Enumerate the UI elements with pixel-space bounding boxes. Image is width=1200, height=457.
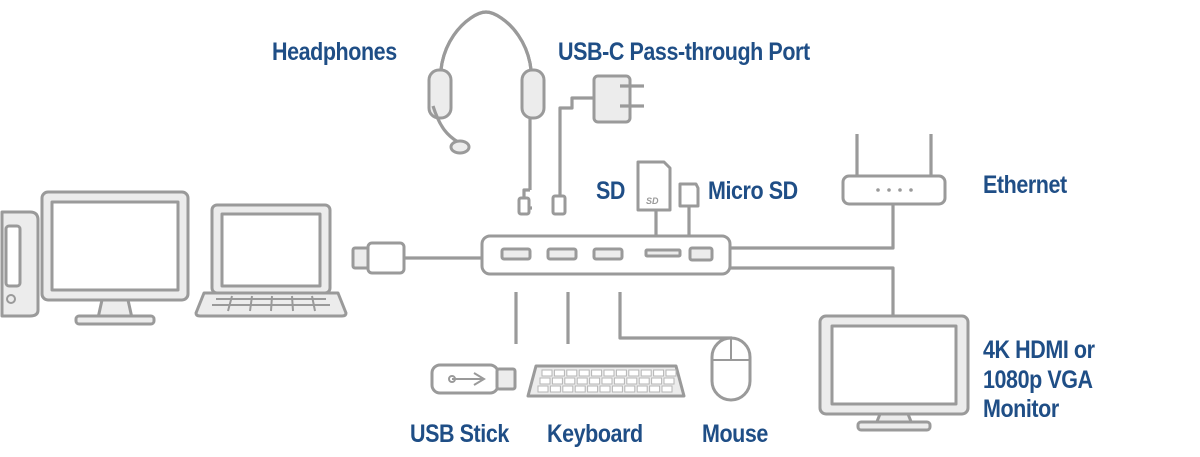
usb-stick-icon xyxy=(430,363,517,395)
headphones-icon xyxy=(427,10,546,216)
keyboard-key xyxy=(603,369,615,377)
laptop-icon xyxy=(194,203,348,318)
label-ethernet: Ethernet xyxy=(983,171,1067,199)
keyboard-key xyxy=(549,385,561,393)
keyboard-key xyxy=(537,385,549,393)
keyboard-key xyxy=(626,377,638,385)
keyboard-key xyxy=(636,385,648,393)
keyboard-key xyxy=(661,385,673,393)
keyboard-key xyxy=(562,385,574,393)
keyboard-key xyxy=(564,377,576,385)
keyboard-icon xyxy=(526,364,686,398)
label-sd: SD xyxy=(596,177,626,205)
keyboard-key xyxy=(624,385,636,393)
keyboard-key xyxy=(615,369,627,377)
keyboard-key xyxy=(599,385,611,393)
external-monitor-icon xyxy=(818,314,970,432)
label-usb-stick: USB Stick xyxy=(410,420,509,448)
keyboard-key xyxy=(553,369,565,377)
usb-hub-icon xyxy=(480,234,732,276)
keyboard-key xyxy=(638,377,650,385)
keyboard-key xyxy=(578,369,590,377)
label-headphones: Headphones xyxy=(272,38,397,66)
label-mouse: Mouse xyxy=(702,420,768,448)
keyboard-key xyxy=(574,385,586,393)
label-usb-c-passthrough: USB-C Pass-through Port xyxy=(558,38,810,66)
label-micro-sd: Micro SD xyxy=(708,177,798,205)
keyboard-key xyxy=(551,377,563,385)
keyboard-key xyxy=(587,385,599,393)
label-keyboard: Keyboard xyxy=(547,420,643,448)
usb-c-plug-icon xyxy=(351,241,482,275)
svg-text:SD: SD xyxy=(646,196,659,206)
sd-card-icon: SD xyxy=(636,160,672,252)
desktop-tower-icon xyxy=(0,210,40,318)
keyboard-key xyxy=(649,385,661,393)
keyboard-key xyxy=(665,369,677,377)
keyboard-key xyxy=(611,385,623,393)
desktop-monitor-icon xyxy=(40,190,190,326)
keyboard-key xyxy=(663,377,675,385)
keyboard-key xyxy=(566,369,578,377)
keyboard-key xyxy=(601,377,613,385)
router-icon xyxy=(841,134,947,206)
keyboard-key xyxy=(653,369,665,377)
keyboard-key xyxy=(628,369,640,377)
keyboard-key xyxy=(640,369,652,377)
keyboard-key xyxy=(591,369,603,377)
keyboard-key xyxy=(576,377,588,385)
power-adapter-icon xyxy=(551,74,644,216)
mouse-icon xyxy=(710,336,752,402)
label-monitor: 4K HDMI or 1080p VGA Monitor xyxy=(983,336,1095,423)
keyboard-key xyxy=(539,377,551,385)
keyboard-key xyxy=(651,377,663,385)
keyboard-key xyxy=(541,369,553,377)
keyboard-key xyxy=(613,377,625,385)
keyboard-key xyxy=(589,377,601,385)
